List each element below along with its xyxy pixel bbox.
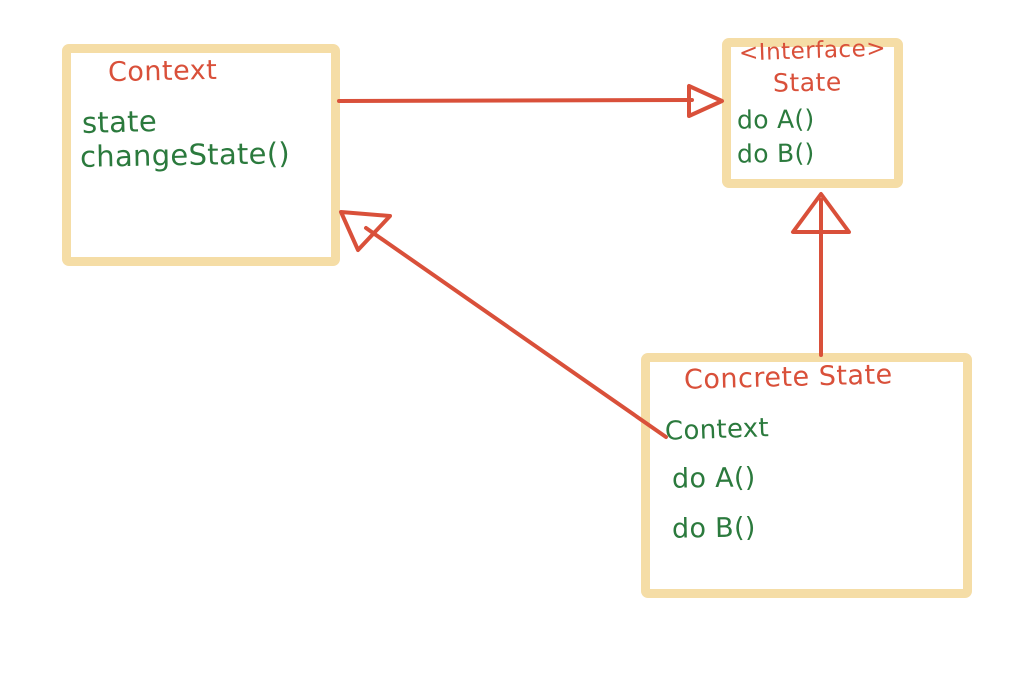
class-box-context[interactable] (62, 44, 340, 266)
class-title-state: State (772, 67, 842, 98)
class-member-state-doa: do A() (736, 104, 815, 135)
arrowhead-inheritance-triangle (791, 192, 851, 234)
connector-concrete-to-state[interactable] (791, 192, 851, 357)
class-title-concrete-state: Concrete State (683, 359, 894, 396)
class-title-context: Context (107, 54, 218, 89)
class-member-state-dob: do B() (736, 138, 815, 169)
class-member-context-changestate: changeState() (79, 136, 291, 174)
connector-context-to-state[interactable] (337, 84, 724, 118)
class-member-concrete-doa: do A() (671, 462, 756, 495)
arrowhead-hollow-triangle-state (687, 84, 724, 118)
arrowhead-hollow-triangle-context (339, 210, 392, 252)
connector-concrete-to-context[interactable] (339, 210, 668, 439)
class-member-concrete-context: Context (664, 413, 770, 447)
class-member-concrete-dob: do B() (671, 512, 756, 545)
connector-line-concrete-to-context (364, 226, 668, 439)
class-box-state[interactable] (722, 38, 903, 188)
connector-line-context-to-state (337, 98, 694, 103)
class-box-concrete-state[interactable] (641, 353, 972, 598)
class-member-context-state: state (81, 104, 158, 140)
class-stereotype-interface: <Interface> (738, 35, 887, 67)
